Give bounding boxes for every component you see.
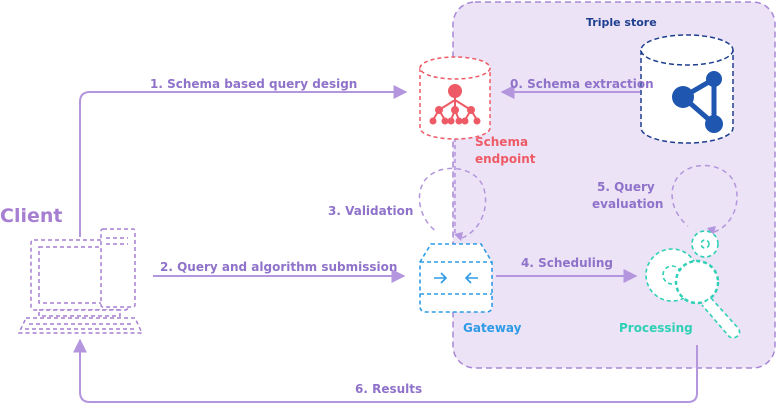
edge-label-4: 4. Scheduling xyxy=(521,256,613,270)
edge-label-6: 6. Results xyxy=(355,382,422,396)
hierarchy-icon xyxy=(429,84,481,125)
edge-label-2: 2. Query and algorithm submission xyxy=(160,260,397,274)
edge-1-schema-query-design xyxy=(79,85,408,237)
gears-magnifier-icon xyxy=(645,230,741,339)
edge-label-5-line1: 5. Query xyxy=(597,180,655,194)
schema-endpoint-node xyxy=(419,56,491,140)
triple-store-label: Triple store xyxy=(586,16,657,29)
client-label: Client xyxy=(0,205,62,227)
edge-label-3: 3. Validation xyxy=(328,204,413,218)
edge-6-results xyxy=(73,338,698,403)
schema-endpoint-label-line1: Schema xyxy=(475,135,528,149)
gateway-node xyxy=(419,243,493,313)
graph-network-icon xyxy=(672,71,723,133)
edge-5-query-evaluation-loop xyxy=(671,164,738,236)
triple-store-node xyxy=(640,34,734,144)
edge-3-validation-loop xyxy=(418,167,487,241)
schema-endpoint-label: Schema endpoint xyxy=(475,135,536,166)
gateway-box-icon xyxy=(419,243,493,313)
edge-label-1: 1. Schema based query design xyxy=(150,77,357,91)
schema-endpoint-label-line2: endpoint xyxy=(475,152,536,166)
desktop-computer-icon xyxy=(17,228,144,334)
edge-label-5-line2: evaluation xyxy=(592,197,663,211)
processing-label: Processing xyxy=(619,321,693,335)
edge-label-0: 0. Schema extraction xyxy=(510,77,654,91)
edge-label-5: 5. Query evaluation xyxy=(592,180,663,211)
gateway-label: Gateway xyxy=(463,321,522,335)
